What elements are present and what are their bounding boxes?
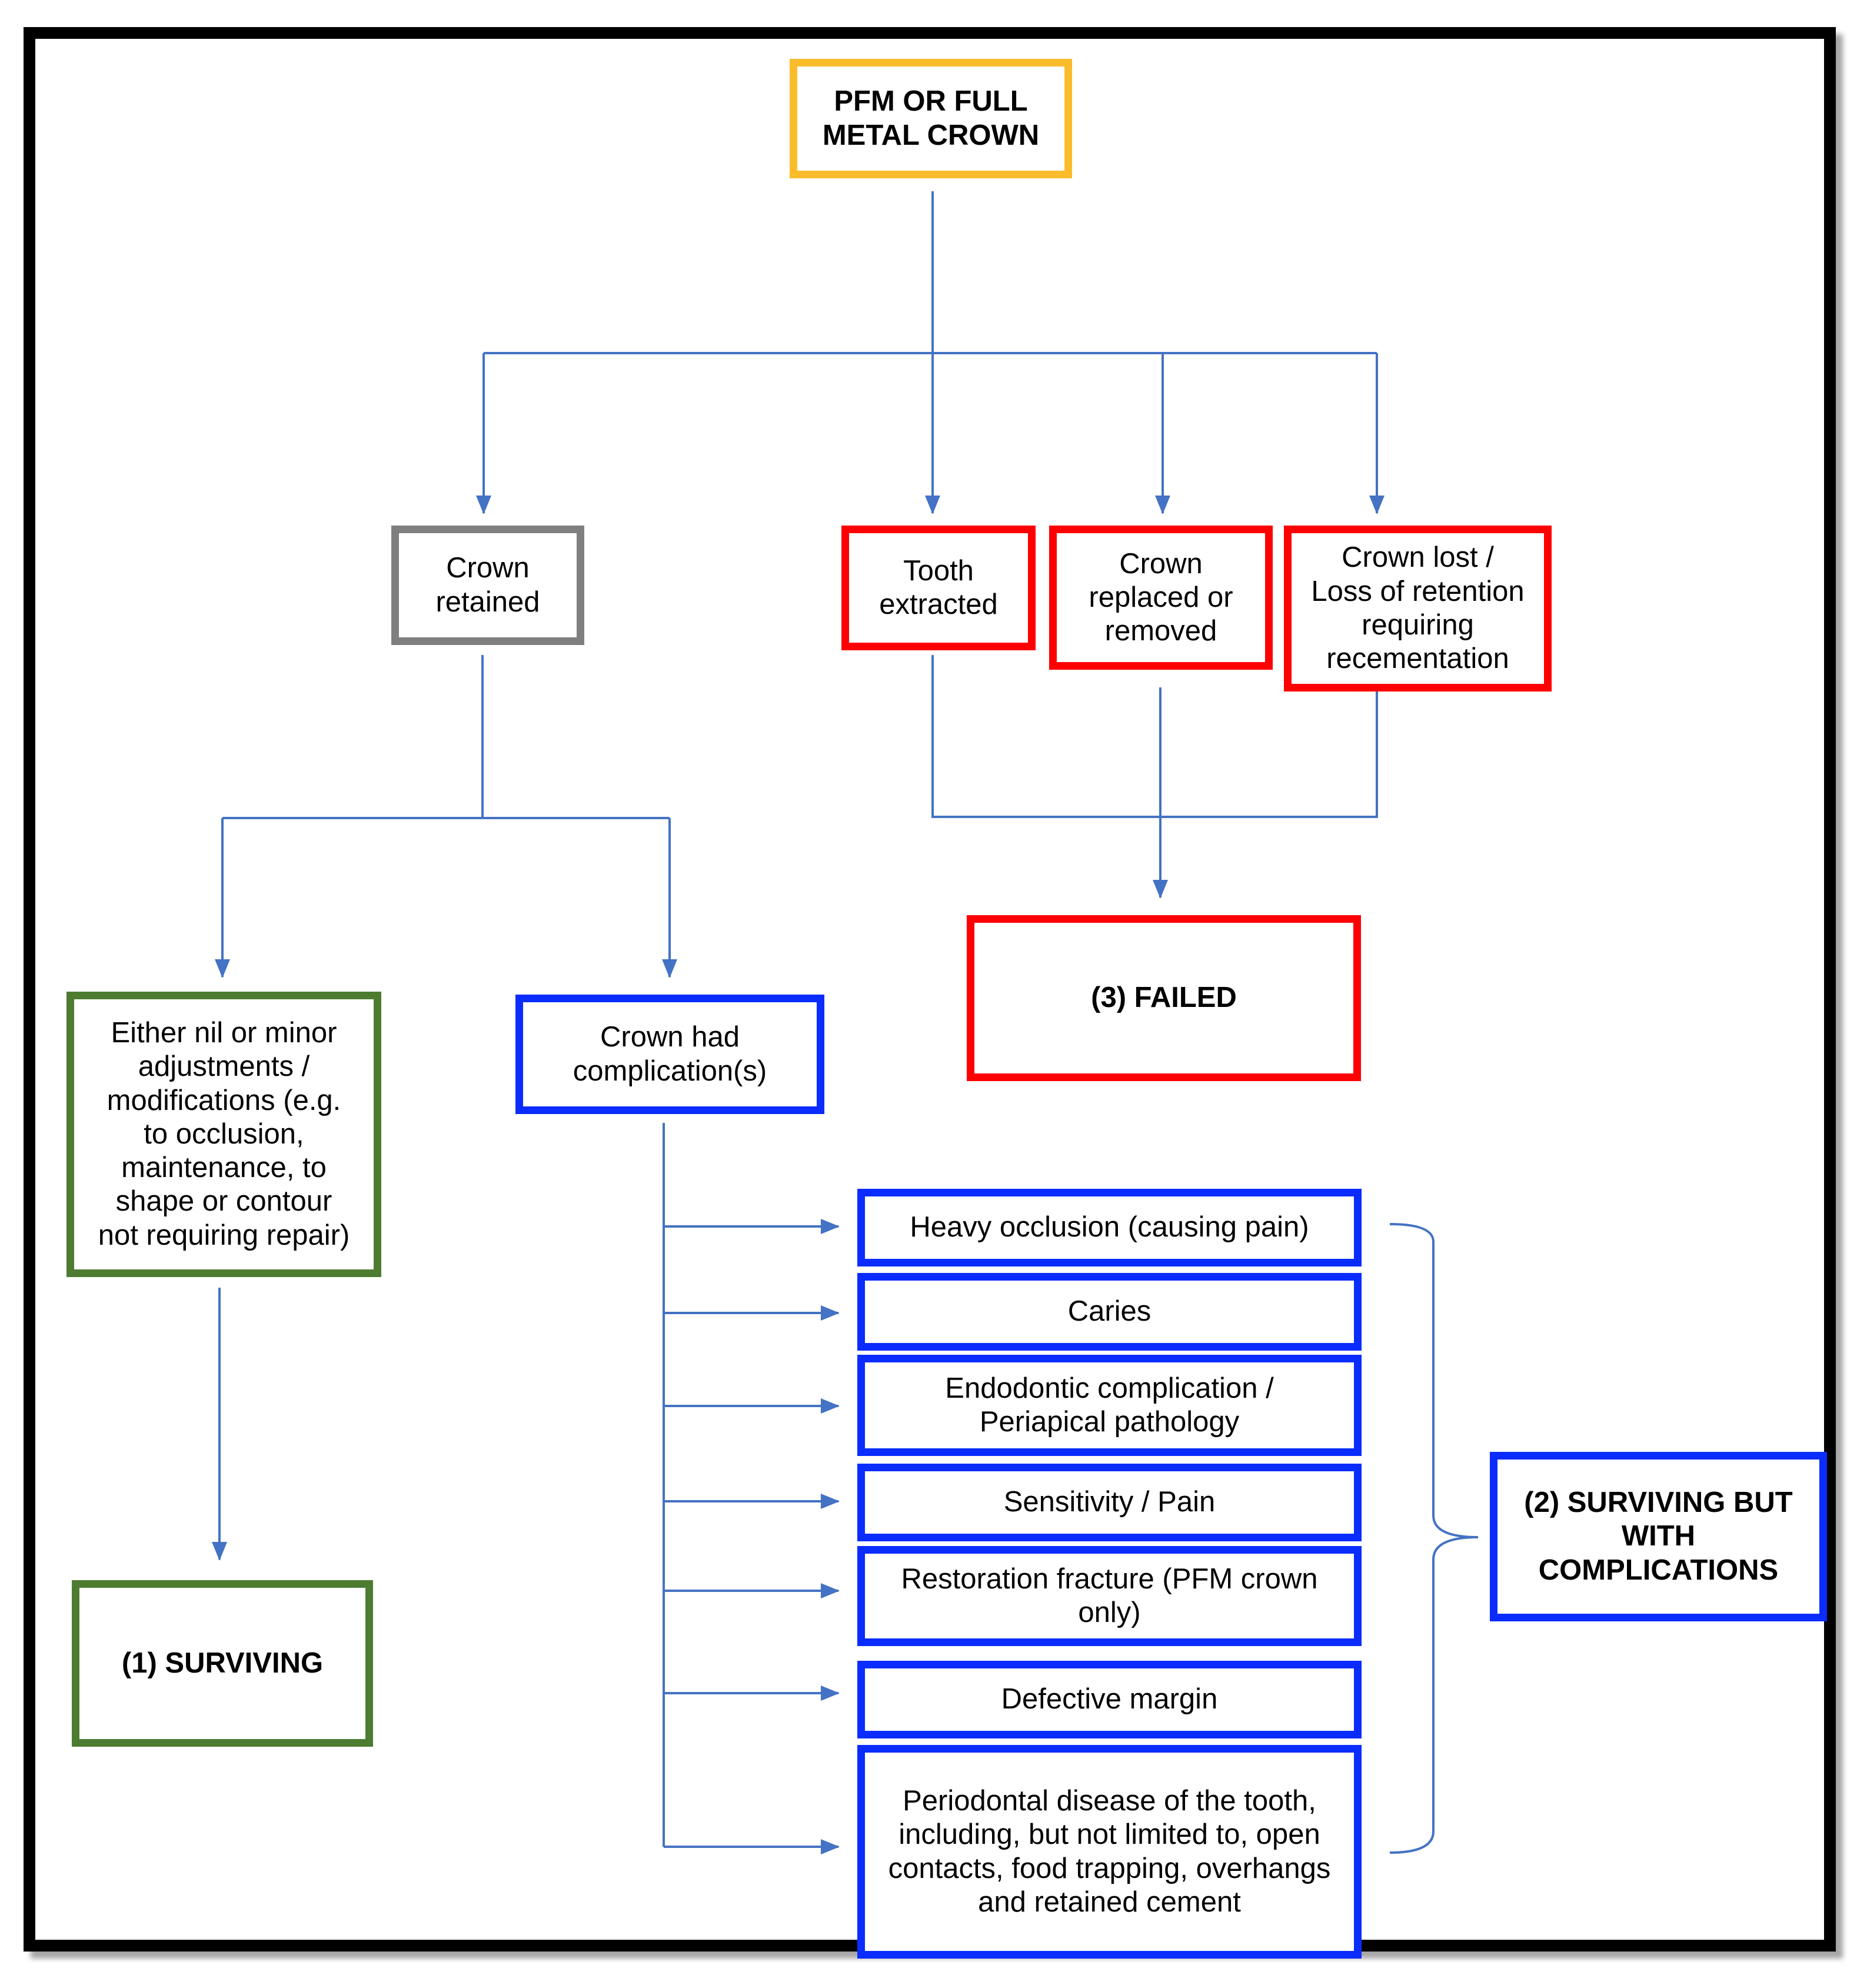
crown-retained-node: Crown retained	[391, 526, 584, 645]
nil-minor-node: Either nil or minor adjustments / modifi…	[66, 992, 381, 1277]
brace	[1389, 1223, 1479, 1854]
complication-label: Endodontic complication / Periapical pat…	[945, 1372, 1274, 1438]
tooth-extracted-label: Tooth extracted	[879, 554, 998, 620]
surviving-complications-label: (2) SURVIVING BUT WITH COMPLICATIONS	[1524, 1487, 1793, 1586]
root-node: PFM OR FULL METAL CROWN	[790, 59, 1072, 178]
complication-item: Heavy occlusion (causing pain)	[857, 1189, 1362, 1266]
complication-label: Periodontal disease of the tooth, includ…	[888, 1784, 1331, 1918]
failed-node: (3) FAILED	[967, 915, 1361, 1081]
tooth-extracted-node: Tooth extracted	[841, 526, 1036, 650]
complication-item: Sensitivity / Pain	[857, 1464, 1362, 1541]
root-label: PFM OR FULL METAL CROWN	[822, 85, 1040, 151]
complication-label: Caries	[1067, 1295, 1152, 1328]
complication-item: Restoration fracture (PFM crown only)	[857, 1546, 1362, 1646]
connector-tooth-extracted-merge	[931, 655, 1378, 818]
surviving-label: (1) SURVIVING	[121, 1647, 324, 1679]
complication-label: Heavy occlusion (causing pain)	[910, 1211, 1309, 1244]
crown-lost-label: Crown lost / Loss of retention requiring…	[1311, 541, 1525, 675]
complication-label: Sensitivity / Pain	[1003, 1486, 1216, 1518]
complication-item: Endodontic complication / Periapical pat…	[857, 1355, 1362, 1456]
nil-minor-label: Either nil or minor adjustments / modifi…	[98, 1016, 350, 1251]
surviving-complications-node: (2) SURVIVING BUT WITH COMPLICATIONS	[1490, 1452, 1827, 1621]
complication-label: Restoration fracture (PFM crown only)	[901, 1563, 1318, 1628]
crown-replaced-label: Crown replaced or removed	[1089, 547, 1233, 647]
crown-replaced-node: Crown replaced or removed	[1049, 526, 1273, 670]
surviving-node: (1) SURVIVING	[72, 1580, 373, 1747]
crown-retained-label: Crown retained	[435, 552, 540, 618]
complication-item: Defective margin	[857, 1661, 1362, 1738]
crown-had-complications-node: Crown had complication(s)	[515, 995, 824, 1114]
complication-label: Defective margin	[1001, 1683, 1218, 1716]
complication-item: Caries	[857, 1273, 1362, 1351]
complication-item: Periodontal disease of the tooth, includ…	[857, 1745, 1362, 1959]
failed-label: (3) FAILED	[1091, 982, 1237, 1014]
crown-lost-node: Crown lost / Loss of retention requiring…	[1284, 526, 1552, 692]
crown-had-complications-label: Crown had complication(s)	[573, 1021, 767, 1087]
